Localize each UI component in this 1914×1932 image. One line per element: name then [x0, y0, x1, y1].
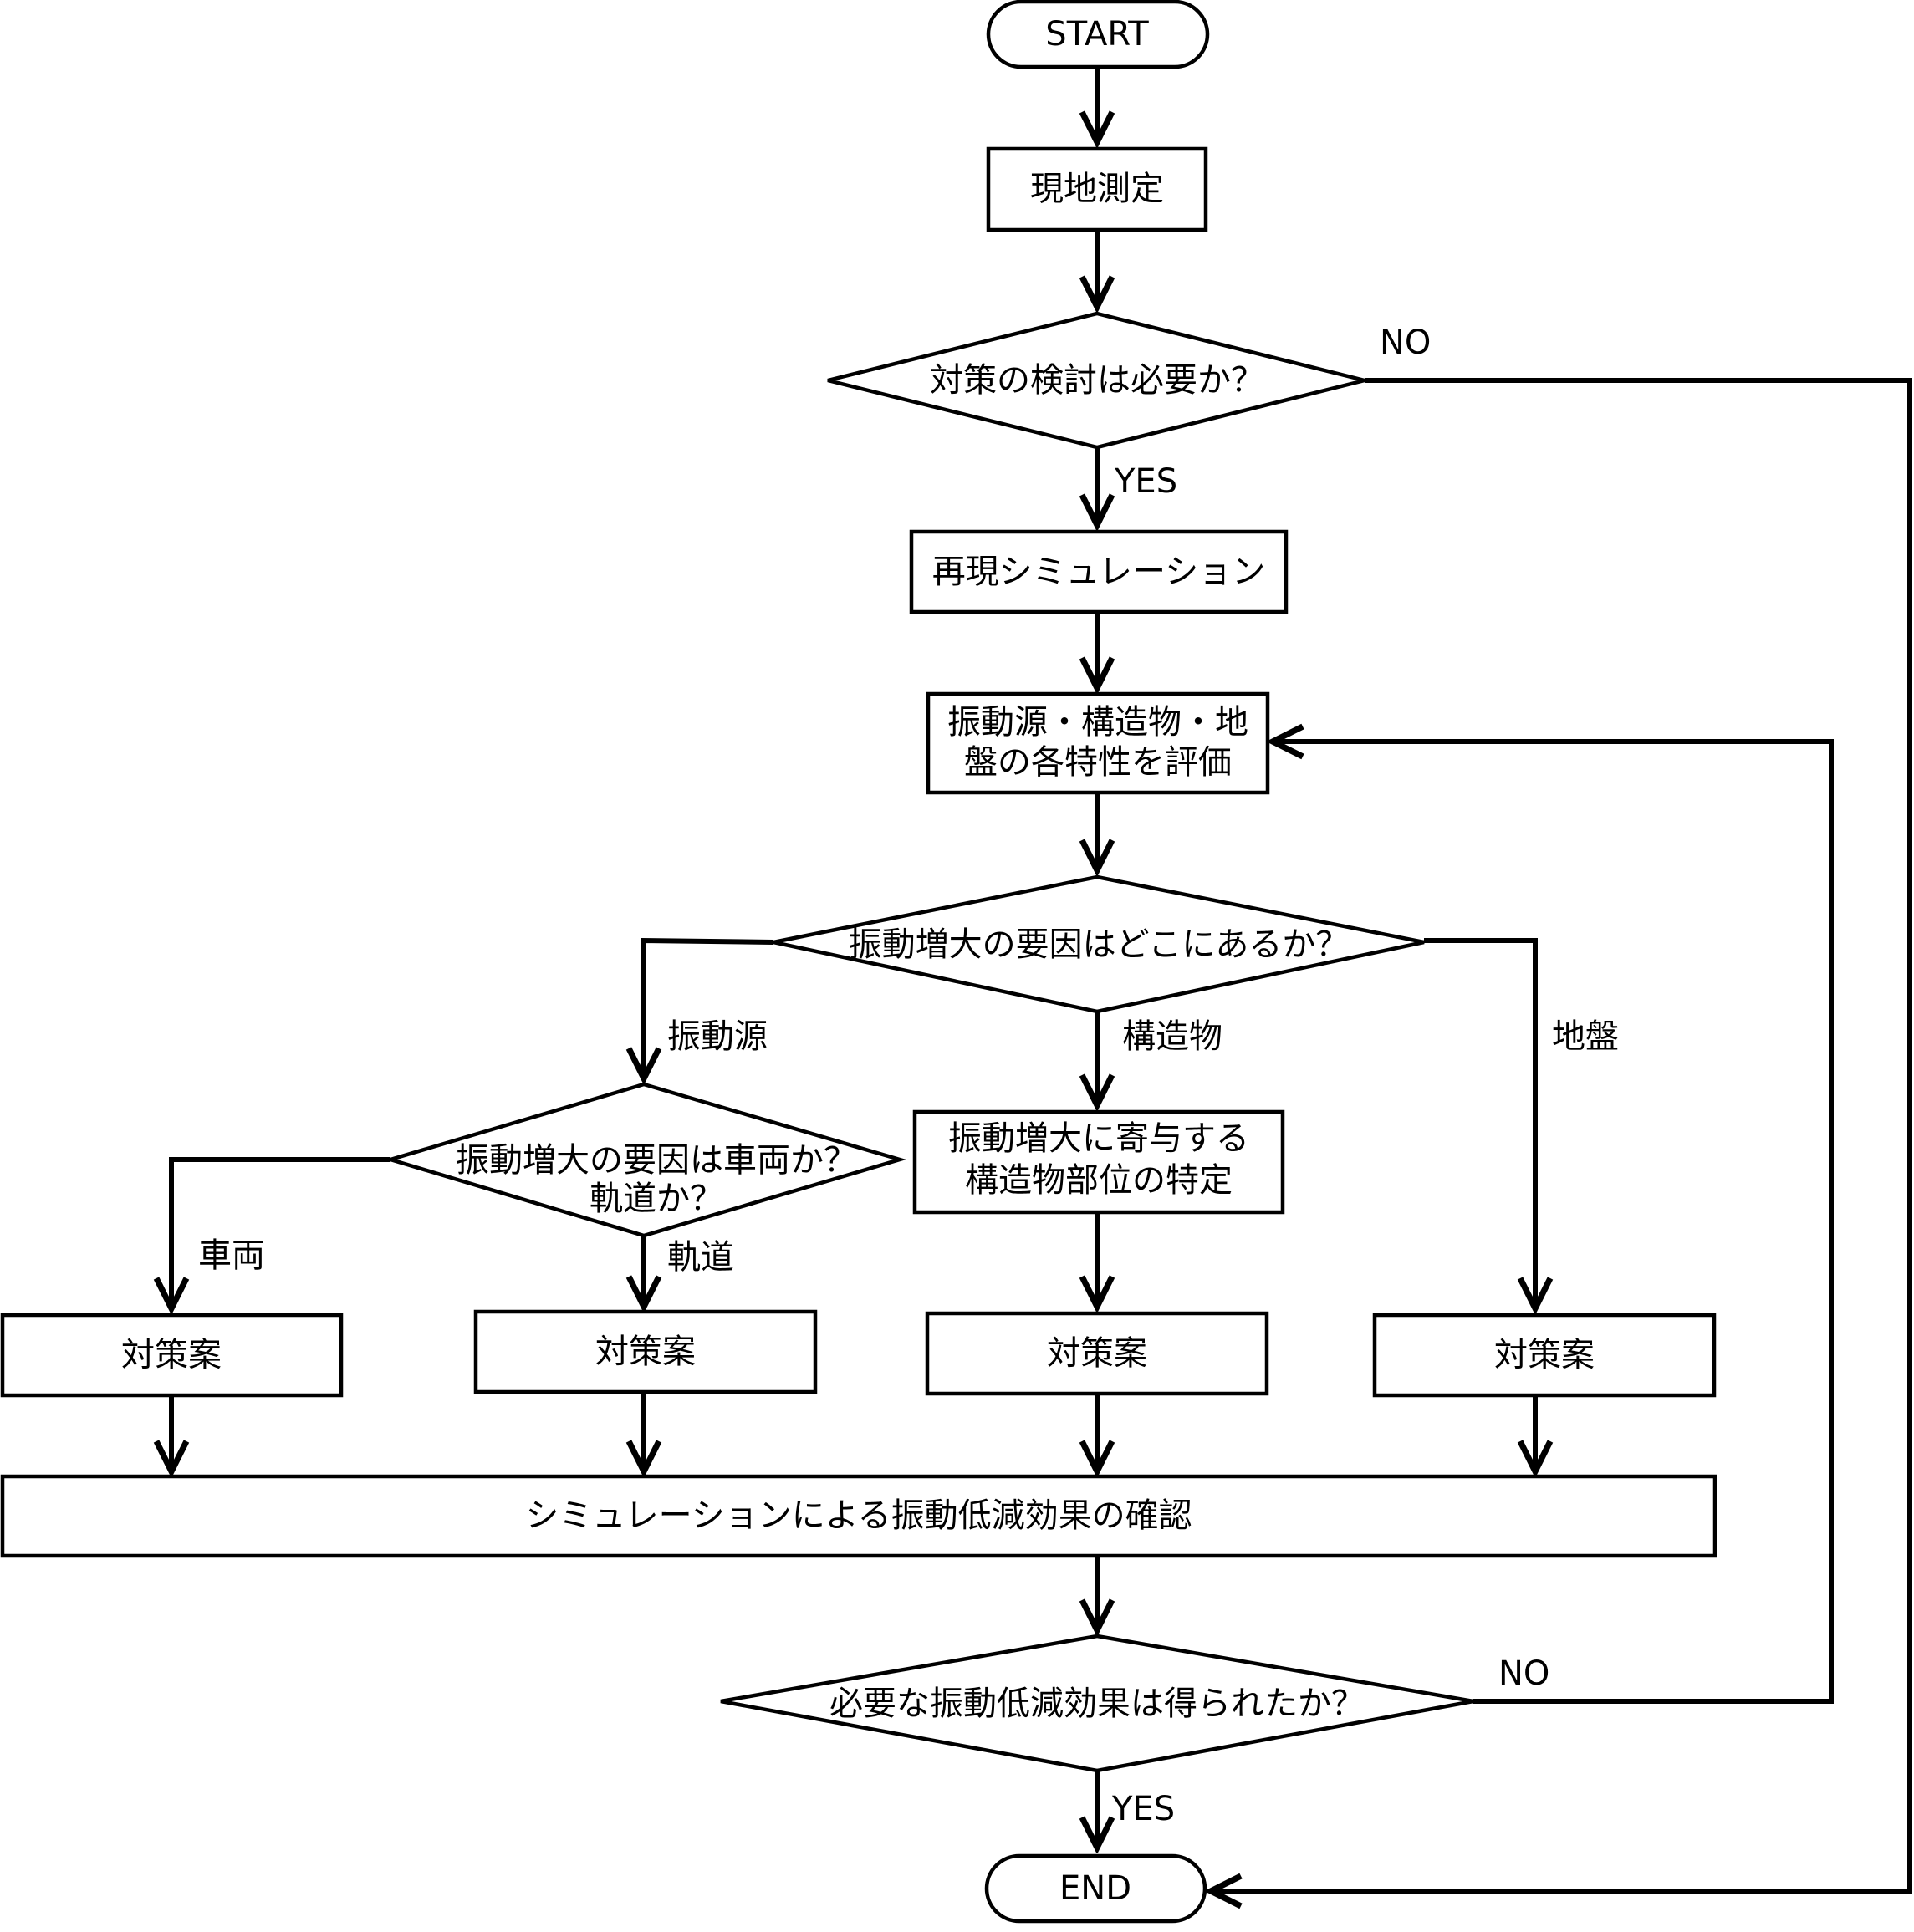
evaluate-label-line1: 振動源・構造物・地 — [947, 703, 1248, 742]
identify-label-line2: 構造物部位の特定 — [965, 1161, 1233, 1200]
need-countermeasure-label: 対策の検討は必要か？ — [930, 361, 1264, 400]
ground-branch-label: 地盤 — [1552, 1017, 1619, 1056]
edge-decision-no-to-end — [1211, 378, 1912, 1891]
field-measurement-box: 現地測定 — [986, 146, 1208, 232]
verify-simulation-box: シミュレーションによる振動低減効果の確認 — [0, 1474, 1717, 1558]
edges — [171, 67, 1912, 1891]
reproduction-simulation-label: 再現シミュレーション — [932, 553, 1265, 591]
reproduction-simulation-box: 再現シミュレーション — [909, 529, 1289, 614]
edge-cause-to-source — [644, 937, 774, 1078]
countermeasure-track-box: 対策案 — [473, 1309, 818, 1394]
countermeasure-structure-label: 対策案 — [1047, 1334, 1147, 1373]
end-label: END — [1059, 1869, 1131, 1908]
vehicle-branch-label: 車両 — [198, 1236, 265, 1275]
cause-location-decision: 振動増大の要因はどこにあるか？ — [773, 874, 1425, 1014]
evaluate-characteristics-box: 振動源・構造物・地 盤の各特性を評価 — [926, 691, 1270, 795]
edge-vehicle-branch — [171, 1157, 390, 1308]
countermeasure-ground-box: 対策案 — [1372, 1313, 1717, 1398]
start-node: START — [986, 0, 1210, 69]
field-measurement-label: 現地測定 — [1030, 170, 1164, 208]
effect-yes-label: YES — [1111, 1790, 1175, 1828]
evaluate-label-line2: 盤の各特性を評価 — [964, 743, 1232, 782]
vehicle-or-track-label-line1: 振動増大の要因は車両か？ — [456, 1141, 857, 1180]
need-countermeasure-decision: 対策の検討は必要か？ — [827, 311, 1365, 450]
identify-label-line1: 振動増大に寄与する — [948, 1119, 1249, 1158]
source-branch-label: 振動源 — [667, 1017, 768, 1056]
identify-structure-part-box: 振動増大に寄与する 構造物部位の特定 — [912, 1109, 1285, 1215]
edge-effect-no-loop — [1273, 742, 1834, 1704]
need-yes-label: YES — [1114, 462, 1177, 501]
verify-simulation-label: シミュレーションによる振動低減効果の確認 — [525, 1496, 1192, 1535]
countermeasure-track-label: 対策案 — [595, 1333, 696, 1371]
cause-location-label: 振動増大の要因はどこにあるか？ — [849, 925, 1350, 964]
start-label: START — [1045, 15, 1149, 54]
effect-obtained-label: 必要な振動低減効果は得られたか？ — [829, 1685, 1365, 1723]
countermeasure-vehicle-label: 対策案 — [121, 1336, 222, 1374]
countermeasure-vehicle-box: 対策案 — [0, 1313, 344, 1398]
track-branch-label: 軌道 — [667, 1238, 734, 1277]
countermeasure-structure-box: 対策案 — [925, 1311, 1269, 1396]
effect-no-label: NO — [1498, 1654, 1549, 1693]
effect-obtained-decision: 必要な振動低減効果は得られたか？ — [720, 1634, 1474, 1773]
need-no-label: NO — [1380, 324, 1431, 362]
edge-cause-to-ground — [1424, 938, 1535, 1308]
countermeasure-ground-label: 対策案 — [1494, 1336, 1595, 1374]
vehicle-or-track-decision: 振動増大の要因は車両か？ 軌道か？ — [384, 1082, 906, 1238]
end-node: END — [984, 1853, 1207, 1924]
edge-labels: NO YES 振動源 構造物 地盤 車両 軌道 NO YES — [198, 324, 1619, 1828]
structure-branch-label: 構造物 — [1122, 1017, 1222, 1056]
vehicle-or-track-label-line2: 軌道か？ — [590, 1180, 723, 1218]
